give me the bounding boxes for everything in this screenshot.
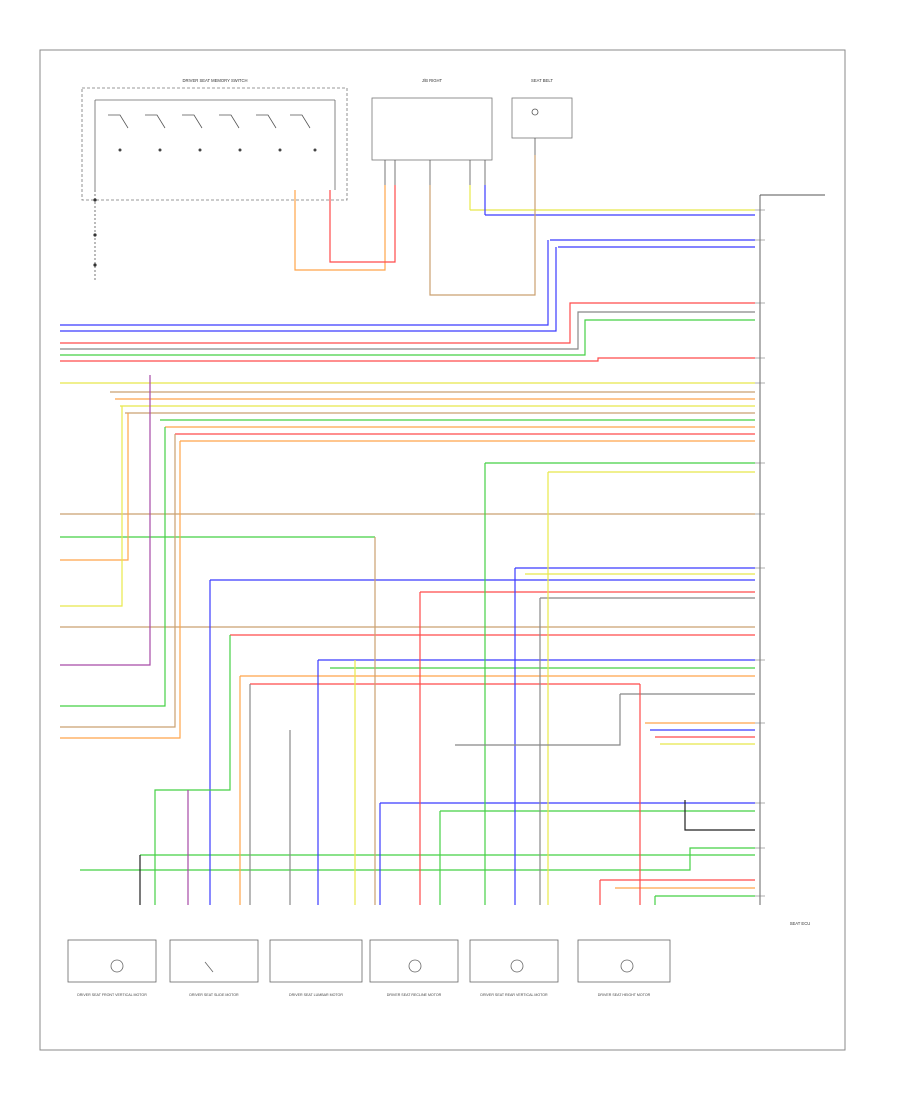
motor-box: DRIVER SEAT LUMBAR MOTOR [269, 939, 363, 997]
right-ecu-connector: SEAT ECU [759, 194, 825, 926]
horizontal-wires [60, 209, 755, 897]
right-connector-title: SEAT ECU [790, 921, 811, 926]
ecu-pin-ticks [755, 209, 765, 897]
motor-box: DRIVER SEAT HEIGHT MOTOR [577, 939, 671, 997]
top-center-header: J/B RIGHT [422, 78, 443, 83]
top-left-switch-block: DRIVER SEAT MEMORY SWITCH [81, 78, 348, 280]
motor-label: DRIVER SEAT SLIDE MOTOR [189, 993, 239, 997]
motor-label: DRIVER SEAT REAR VERTICAL MOTOR [480, 993, 548, 997]
top-right-seat-belt-block: SEAT BELT [511, 78, 573, 155]
motor-box: DRIVER SEAT FRONT VERTICAL MOTOR [67, 939, 157, 997]
motor-box: DRIVER SEAT RECLINE MOTOR [369, 939, 459, 997]
motor-boxes: DRIVER SEAT FRONT VERTICAL MOTOR DRIVER … [67, 939, 671, 997]
vertical-wires [60, 155, 755, 905]
motor-label: DRIVER SEAT RECLINE MOTOR [387, 993, 442, 997]
diagram-frame [39, 49, 846, 1051]
motor-label: DRIVER SEAT FRONT VERTICAL MOTOR [77, 993, 147, 997]
motor-box: DRIVER SEAT SLIDE MOTOR [169, 939, 259, 997]
top-right-header: SEAT BELT [531, 78, 553, 83]
top-center-junction-block: J/B RIGHT [371, 78, 493, 185]
top-left-header: DRIVER SEAT MEMORY SWITCH [182, 78, 247, 83]
motor-box: DRIVER SEAT REAR VERTICAL MOTOR [469, 939, 559, 997]
motor-label: DRIVER SEAT HEIGHT MOTOR [598, 993, 651, 997]
motor-label: DRIVER SEAT LUMBAR MOTOR [289, 993, 343, 997]
